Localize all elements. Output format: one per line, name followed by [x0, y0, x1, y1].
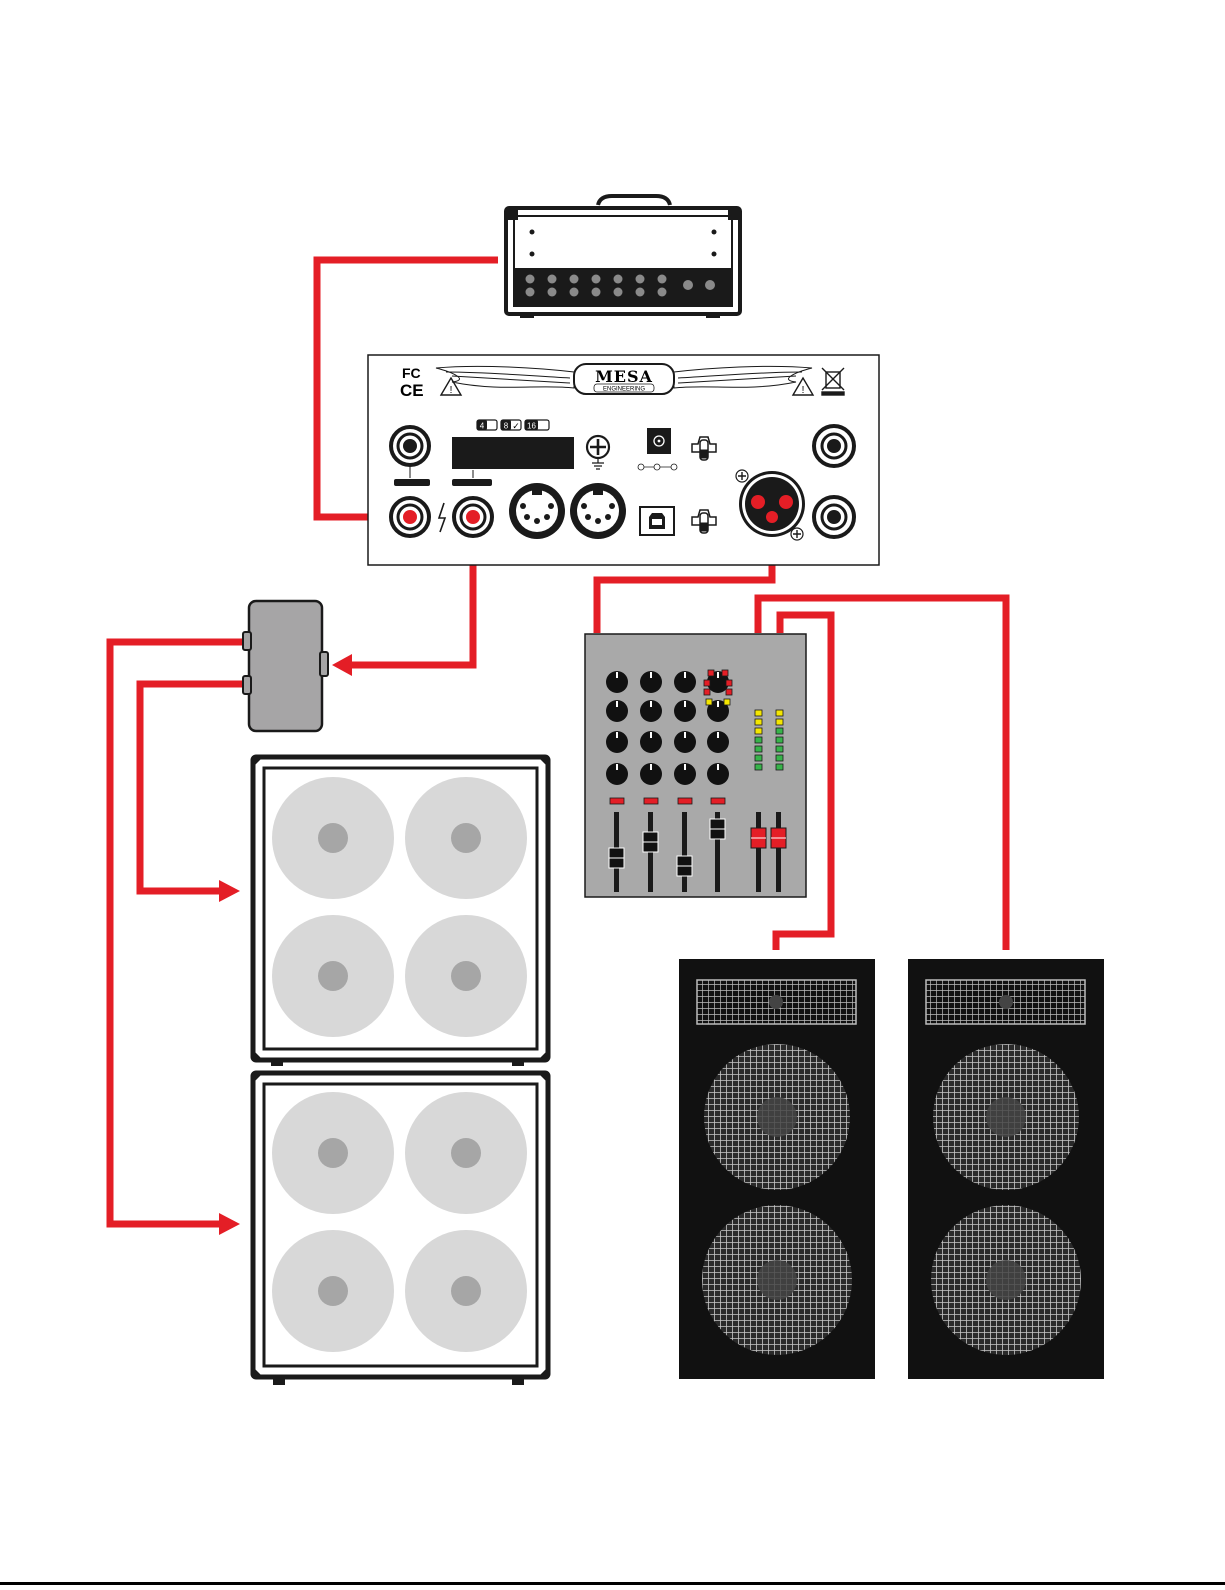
amp-head — [506, 196, 740, 318]
jack-bottom-right[interactable] — [814, 497, 854, 537]
cable-pedal-to-bottom-cab — [110, 642, 247, 1224]
cabinet-top — [252, 756, 549, 1066]
fcc-mark: FC — [402, 365, 421, 381]
cable-pedal-to-top-cab — [140, 684, 247, 891]
speaker-cone — [272, 1092, 394, 1214]
jack-label-bar — [394, 479, 430, 486]
jack-label-bar — [452, 479, 492, 486]
mixing-console-icon — [585, 634, 806, 897]
ce-mark: CE — [400, 381, 424, 400]
speaker-cone — [405, 1092, 527, 1214]
pa-speaker-icon — [679, 959, 875, 1379]
speaker-cone — [405, 777, 527, 899]
arrowhead-bottom-cab — [219, 1213, 240, 1235]
impedance-option-4: 4 — [480, 422, 485, 431]
svg-text:!: ! — [450, 385, 453, 396]
svg-text:!: ! — [802, 385, 805, 396]
impedance-check-mark: ✓ — [512, 421, 520, 431]
plus-icon — [736, 470, 748, 482]
speaker-cone — [405, 915, 527, 1037]
effects-pedal-icon — [243, 601, 328, 731]
cabinet-bottom — [252, 1072, 549, 1385]
midi-port-icon[interactable] — [509, 483, 565, 539]
plus-icon — [791, 528, 803, 540]
impedance-option-16: 16 — [527, 422, 536, 431]
xlr-output-icon[interactable] — [739, 471, 805, 537]
jack-input[interactable] — [391, 498, 429, 536]
jack-top-right[interactable] — [814, 426, 854, 466]
pa-speaker-icon — [908, 959, 1104, 1379]
speaker-cone — [272, 915, 394, 1037]
display-window — [452, 437, 574, 469]
speaker-cone — [272, 777, 394, 899]
impedance-selector[interactable]: 4 8 ✓ 16 — [477, 420, 549, 431]
speaker-cone — [405, 1230, 527, 1352]
level-meter-right — [776, 710, 783, 770]
speaker-cone — [272, 1230, 394, 1352]
amp-control-strip — [514, 268, 732, 306]
jack-output[interactable] — [454, 498, 492, 536]
arrowhead-top-cab — [219, 880, 240, 902]
arrowhead-pedal — [332, 654, 352, 676]
rear-panel: FC CE ! ! MESA ENGINEERING — [368, 355, 879, 565]
usb-b-port-icon[interactable] — [640, 507, 674, 535]
jack-top-left[interactable] — [391, 427, 429, 465]
level-meter-left — [755, 710, 762, 770]
brand-name: MESA — [595, 367, 653, 386]
midi-port-icon[interactable] — [570, 483, 626, 539]
brand-subtitle: ENGINEERING — [603, 387, 645, 393]
amp-handle — [598, 196, 670, 205]
impedance-option-8: 8 — [504, 422, 509, 431]
